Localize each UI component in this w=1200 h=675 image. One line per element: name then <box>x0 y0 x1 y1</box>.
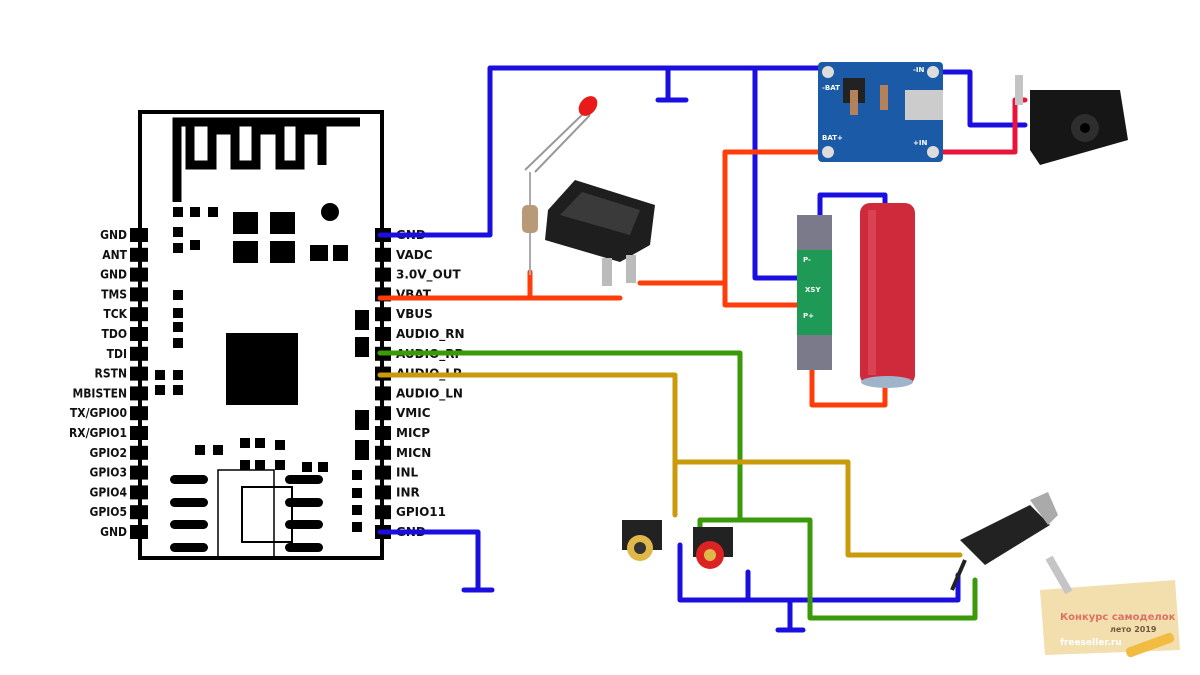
left-pin-pad <box>130 307 148 322</box>
left-pin-label: TDI <box>107 347 127 361</box>
left-pin-label: GPIO4 <box>90 485 128 499</box>
battery-18650 <box>860 203 915 388</box>
right-pin-label: MICP <box>396 426 430 440</box>
right-pin-pad <box>375 426 391 440</box>
right-pin-label: VBUS <box>396 307 433 321</box>
right-pin-label: INL <box>396 466 419 480</box>
logo-site: freeseller.ru <box>1060 638 1122 648</box>
left-pin-label: GPIO5 <box>90 505 127 519</box>
label-plus-bat: BAT+ <box>822 134 843 142</box>
label-minus-bat: -BAT <box>822 84 840 92</box>
left-pin-pad <box>130 327 148 341</box>
left-pin-pad <box>130 505 148 520</box>
left-pin-pad <box>130 267 148 282</box>
right-pin-pad <box>375 247 391 262</box>
resistor <box>522 205 538 233</box>
wire-audio-left <box>377 372 963 558</box>
label-p-minus: P- <box>803 256 811 264</box>
left-pin-pad <box>130 366 148 381</box>
rocker-switch[interactable] <box>545 180 655 286</box>
right-pin-label: AUDIO_RN <box>396 327 465 342</box>
bluetooth-module: GND ANT GND TMS TCK TDO TDI RSTN MBISTEN TX/GPIO0… <box>69 110 465 560</box>
right-pin-label: AUDIO_LN <box>396 386 463 401</box>
right-pin-pad <box>375 485 391 500</box>
left-pin-pad <box>130 247 148 262</box>
left-pin-pad <box>130 485 148 500</box>
right-pin-label: VADC <box>396 248 433 262</box>
micro-usb-port <box>905 90 943 120</box>
right-pin-pad <box>375 386 391 401</box>
left-pin-label: GPIO2 <box>90 446 127 460</box>
dc-power-jack <box>1015 75 1128 165</box>
left-pin-pad <box>130 445 148 460</box>
right-pin-pad <box>375 406 391 421</box>
wire-gnd-top <box>377 65 1028 281</box>
right-pin-label: MICN <box>396 446 431 460</box>
right-pin-pad <box>375 445 391 460</box>
right-pin-label: GPIO11 <box>396 505 446 519</box>
rca-jack-right <box>693 527 733 569</box>
audio-jack-3-5mm <box>950 492 1058 591</box>
wire-vbat <box>377 149 888 408</box>
wire-audio-gnd <box>677 542 961 633</box>
label-bms-brand: XSY <box>805 286 821 294</box>
left-pin-label: TCK <box>103 307 127 321</box>
left-pin-label: GND <box>100 525 127 539</box>
right-pin-label: VMIC <box>396 406 431 420</box>
left-pin-label: GND <box>100 228 127 242</box>
main-chip <box>226 333 298 405</box>
left-pin-pad <box>130 525 148 539</box>
contest-logo: Конкурс самоделок лето 2019 freeseller.r… <box>1040 555 1180 658</box>
led <box>522 96 598 275</box>
label-minus-in: -IN <box>913 66 925 74</box>
rca-jack-left <box>622 520 662 561</box>
right-pin-pad <box>375 267 391 282</box>
left-pin-label: ANT <box>102 248 127 262</box>
left-pin-label: GND <box>100 268 127 282</box>
right-pin-pad <box>375 505 391 520</box>
left-pin-pad <box>130 426 148 440</box>
left-pin-pad <box>130 386 148 401</box>
left-pin-label: TMS <box>101 287 127 301</box>
left-pin-label: TX/GPIO0 <box>70 406 127 420</box>
left-pin-pad <box>130 287 148 302</box>
antenna-trace <box>172 117 360 202</box>
right-pin-pad <box>375 465 391 480</box>
left-pin-pad <box>130 465 148 480</box>
wire-gnd-bottom <box>377 529 495 593</box>
left-pin-label: MBISTEN <box>72 386 127 400</box>
left-pin-pad <box>130 346 148 361</box>
label-plus-in: +IN <box>913 139 927 147</box>
left-pin-label: TDO <box>101 327 127 341</box>
right-pin-pad <box>375 327 391 341</box>
left-pin-pad <box>130 228 148 242</box>
left-pin-label: RSTN <box>95 367 128 381</box>
charger-module: -BAT BAT+ -IN +IN <box>818 62 943 162</box>
bms-board: P- XSY P+ <box>797 215 832 370</box>
right-pin-label: 3.0V_OUT <box>396 268 461 283</box>
right-pin-label: INR <box>396 485 420 499</box>
label-p-plus: P+ <box>803 312 814 320</box>
logo-year: лето 2019 <box>1110 625 1157 634</box>
left-pin-pad <box>130 406 148 421</box>
left-pin-label: RX/GPIO1 <box>69 426 127 440</box>
left-pin-label: GPIO3 <box>90 466 127 480</box>
wires <box>377 65 1028 633</box>
right-pin-pad <box>375 307 391 322</box>
logo-title: Конкурс самоделок <box>1060 612 1176 623</box>
